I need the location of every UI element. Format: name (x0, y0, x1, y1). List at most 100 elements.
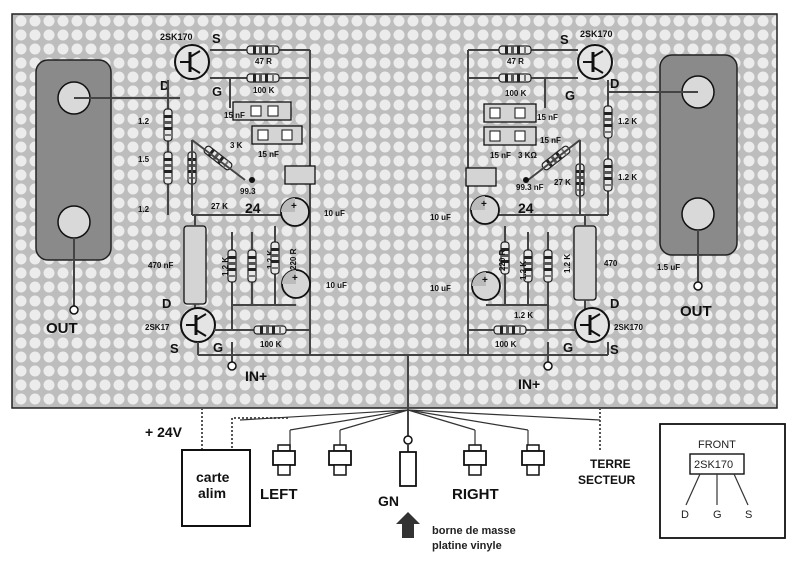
left-res-3k-label: 3 K (230, 141, 243, 150)
right-top-pin-s: S (560, 32, 569, 47)
left-cap-470nf (183, 225, 207, 305)
left-res-220r (270, 241, 280, 275)
right-in-label: IN+ (518, 376, 540, 392)
right-res-1-2k-b (543, 249, 553, 283)
left-node-24: 24 (245, 200, 261, 216)
psu-label-line2: alim (198, 485, 226, 501)
right-bottom-pin-s: S (610, 342, 619, 357)
left-ecap-10uf-a-label: 10 uF (324, 209, 345, 218)
right-ecap-10uf-a (470, 195, 500, 225)
right-top-jfet-label: 2SK170 (580, 29, 613, 39)
left-res-1-2a-label: 1.2 (138, 117, 150, 126)
ground-caption-line1: borne de masse (432, 525, 516, 537)
right-res-1-2k-a-label: 1.2 K (519, 261, 528, 280)
left-res-1-2k-a-label: 1.2 K (221, 257, 230, 276)
right-res-1-2k-top (603, 105, 613, 139)
right-cap-470-label: 470 (604, 259, 618, 268)
left-in-pad (227, 361, 237, 371)
right-res-100k-bottom (493, 325, 527, 335)
left-top-pin-s: S (212, 31, 221, 46)
left-res-100k-top (246, 73, 280, 83)
left-ecap-10uf-b-label: 10 uF (326, 281, 347, 290)
left-res-27k-label: 27 K (211, 202, 228, 211)
right-rca-plug-1 (463, 444, 487, 476)
left-res-100k-top-label: 100 K (253, 86, 275, 95)
right-out-pad (693, 281, 703, 291)
ground-arrow-icon (396, 512, 420, 538)
ground-terminal-label: GN (378, 493, 399, 509)
left-res-1-2b-label: 1.2 (138, 205, 150, 214)
right-node-24: 24 (518, 200, 534, 216)
ground-terminal (399, 451, 417, 487)
left-channel: OUT 2SK170 S D G 47 R 100 K 15 nF 15 nF … (35, 31, 347, 384)
left-out-label: OUT (46, 320, 78, 337)
right-res-27k-label: 27 K (554, 178, 571, 187)
left-res-47r-label: 47 R (255, 57, 272, 66)
right-top-pin-g: G (565, 88, 575, 103)
left-res-100k-bottom (253, 325, 287, 335)
right-bottom-jfet (573, 306, 611, 344)
pcb-board (11, 13, 778, 409)
right-ecap-10uf-b (471, 271, 501, 301)
right-res-100k-bottom-label: 100 K (495, 340, 517, 349)
left-cap-15nf-b-label: 15 nF (258, 150, 279, 159)
psu-label-line1: carte (196, 469, 230, 485)
right-res-1-2k-c-label: 1.2 K (514, 311, 533, 320)
left-out-pad (69, 305, 79, 315)
inset-front-label: FRONT (698, 439, 736, 451)
right-cap-15nf-a-label: 15 nF (537, 113, 558, 122)
right-res-1-2k-b-label: 1.2 K (563, 254, 572, 273)
right-rca-plug-2 (521, 444, 545, 476)
right-res-47r-label: 47 R (507, 57, 524, 66)
pinout-inset: FRONT 2SK170 D G S (659, 423, 786, 539)
right-res-100k-top-label: 100 K (505, 89, 527, 98)
inset-pin-g: G (713, 509, 722, 521)
left-res-220r-label: 220 R (289, 248, 298, 270)
left-res-1-2a (163, 108, 173, 142)
right-cap-15nf-c-label: 15 nF (490, 151, 511, 160)
left-in-label: IN+ (245, 368, 267, 384)
right-bottom-pin-g: G (563, 340, 573, 355)
right-bottom-pin-d: D (610, 296, 619, 311)
left-cap-470nf-label: 470 nF (148, 261, 173, 270)
left-rca-plug-2 (328, 444, 352, 476)
inset-part-label: 2SK170 (694, 459, 733, 471)
right-top-jfet (576, 43, 614, 81)
left-top-jfet-label: 2SK170 (160, 32, 193, 42)
right-res-1-2k-mid (603, 158, 613, 192)
left-top-pin-d: D (160, 78, 169, 93)
left-res-1-2k-b (247, 249, 257, 283)
inset-pin-s: S (745, 509, 752, 521)
left-top-jfet (173, 43, 211, 81)
right-res-220r-label: 220 R (498, 249, 507, 271)
left-input-label: LEFT (260, 486, 298, 503)
right-cap-15nf-b-label: 15 nF (540, 136, 561, 145)
ground-caption-line2: platine vinyle (432, 540, 502, 552)
left-res-100k-bottom-label: 100 K (260, 340, 282, 349)
right-top-pin-d: D (610, 76, 619, 91)
left-bottom-pin-s: S (170, 341, 179, 356)
left-cap-15nf-a-label: 15 nF (224, 111, 245, 120)
right-res-3k-label: 3 KΩ (518, 151, 537, 160)
right-res-47r (498, 45, 532, 55)
right-input-label: RIGHT (452, 486, 499, 503)
left-bottom-jfet (179, 306, 217, 344)
right-cap-1-5uf-label: 1.5 uF (657, 263, 680, 272)
left-res-1-5-label: 1.5 (138, 155, 150, 164)
left-top-pin-g: G (212, 84, 222, 99)
psu-board (181, 449, 251, 527)
right-ecap-10uf-b-label: 10 uF (430, 284, 451, 293)
left-bottom-pin-d: D (162, 296, 171, 311)
right-channel: OUT 1.5 uF 2SK170 S D G 47 R 100 K 15 nF… (430, 29, 738, 392)
right-res-1-2k-top-label: 1.2 K (618, 117, 637, 126)
left-rca-plug-1 (272, 444, 296, 476)
right-out-label: OUT (680, 303, 712, 320)
right-cap-470 (573, 225, 597, 301)
external-wiring: + 24V carte alim LEFT RIGHT GN borne de … (145, 408, 636, 552)
left-ecap-10uf-a (280, 197, 310, 227)
left-res-1-5 (163, 151, 173, 185)
left-bottom-pin-g: G (213, 340, 223, 355)
left-res-99-3-label: 99.3 (240, 187, 256, 196)
right-res-1-2k-mid-label: 1.2 K (618, 173, 637, 182)
